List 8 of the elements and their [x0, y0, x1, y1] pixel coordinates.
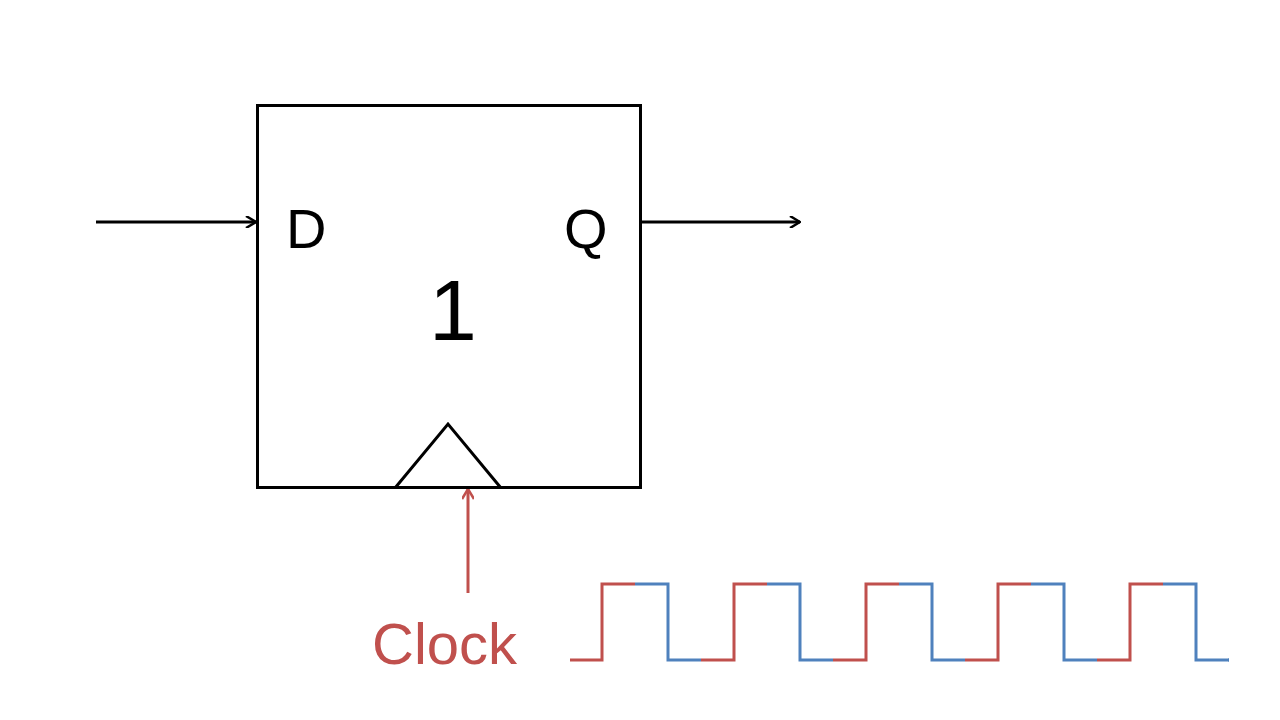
pin-label: D [286, 201, 327, 257]
flip-flop-box [256, 104, 642, 489]
signal-label: Clock [372, 615, 518, 673]
clock-arrow [460, 487, 476, 593]
state-label: 1 [429, 267, 477, 353]
input-arrow [96, 214, 258, 230]
pin-label: Q [564, 201, 608, 257]
output-arrow [642, 214, 802, 230]
